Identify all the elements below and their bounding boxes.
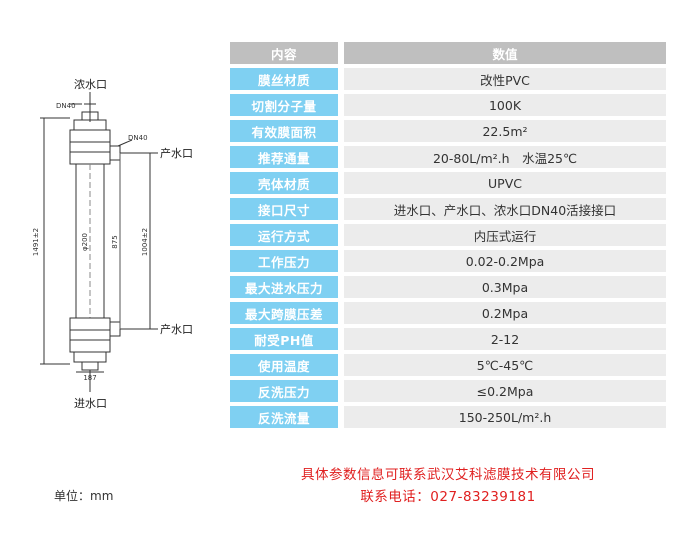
- row-value: 0.3Mpa: [344, 276, 666, 298]
- row-value: 0.02-0.2Mpa: [344, 250, 666, 272]
- row-value: 20-80L/m².h 水温25℃: [344, 146, 666, 168]
- row-value: 2-12: [344, 328, 666, 350]
- row-value: 150-250L/m².h: [344, 406, 666, 428]
- inlet-label: 进水口: [74, 397, 107, 410]
- row-key: 推荐通量: [230, 146, 338, 168]
- row-key: 运行方式: [230, 224, 338, 246]
- table-row: 运行方式内压式运行: [230, 222, 666, 248]
- row-key: 切割分子量: [230, 94, 338, 116]
- table-row: 切割分子量 100K: [230, 92, 666, 118]
- header-value: 数值: [344, 42, 666, 64]
- phone-line: 联系电话：027-83239181: [360, 489, 536, 505]
- row-value: ≤0.2Mpa: [344, 380, 666, 402]
- dim-body-label: 1004±2: [141, 228, 149, 256]
- row-value: 0.2Mpa: [344, 302, 666, 324]
- company-line: 具体参数信息可联系武汉艾科滤膜技术有限公司: [301, 467, 595, 483]
- dim-dia-label: φ200: [81, 233, 89, 251]
- row-key: 耐受PH值: [230, 328, 338, 350]
- table-row: 壳体材质 UPVC: [230, 170, 666, 196]
- row-key: 反洗压力: [230, 380, 338, 402]
- row-key: 最大跨膜压差: [230, 302, 338, 324]
- concentrate-outlet-label: 浓水口: [74, 78, 107, 91]
- row-key: 壳体材质: [230, 172, 338, 194]
- dim-total-label: 1491±2: [32, 228, 40, 256]
- row-value: 改性PVC: [344, 68, 666, 90]
- row-value: 内压式运行: [344, 224, 666, 246]
- table-row: 有效膜面积 22.5m²: [230, 118, 666, 144]
- row-value: 5℃-45℃: [344, 354, 666, 376]
- row-key: 工作压力: [230, 250, 338, 272]
- table-row: 使用温度 5℃-45℃: [230, 352, 666, 378]
- table-row: 膜丝材质改性PVC: [230, 66, 666, 92]
- table-row: 推荐通量 20-80L/m².h 水温25℃: [230, 144, 666, 170]
- spec-table: 内容 数值 膜丝材质改性PVC 切割分子量 100K 有效膜面积 22.5m² 推荐…: [230, 40, 666, 430]
- row-value: 22.5m²: [344, 120, 666, 142]
- table-header-row: 内容 数值: [230, 40, 666, 66]
- product-outlet-top-label: 产水口: [160, 146, 193, 160]
- table-row: 最大进水压力 0.3Mpa: [230, 274, 666, 300]
- dn40-side-label: DN40: [128, 134, 148, 142]
- table-row: 工作压力 0.02-0.2Mpa: [230, 248, 666, 274]
- membrane-module-drawing: DN40 DN40 浓水口 产水口 产水口 进水口 1491±2 1004±2 …: [32, 78, 193, 410]
- row-key: 反洗流量: [230, 406, 338, 428]
- dim-span-label: 875: [111, 235, 119, 248]
- row-key: 使用温度: [230, 354, 338, 376]
- row-key: 接口尺寸: [230, 198, 338, 220]
- header-key: 内容: [230, 42, 338, 64]
- table-row: 反洗流量 150-250L/m².h: [230, 404, 666, 430]
- dn40-top-label: DN40: [56, 102, 76, 110]
- table-row: 反洗压力 ≤0.2Mpa: [230, 378, 666, 404]
- table-row: 耐受PH值 2-12: [230, 326, 666, 352]
- product-outlet-bottom-label: 产水口: [160, 322, 193, 336]
- contact-info: 具体参数信息可联系武汉艾科滤膜技术有限公司 联系电话：027-83239181: [230, 464, 666, 508]
- table-row: 接口尺寸进水口、产水口、浓水口DN40活接接口: [230, 196, 666, 222]
- table-row: 最大跨膜压差 0.2Mpa: [230, 300, 666, 326]
- row-value: 进水口、产水口、浓水口DN40活接接口: [344, 198, 666, 220]
- row-key: 膜丝材质: [230, 68, 338, 90]
- row-key: 有效膜面积: [230, 120, 338, 142]
- unit-label: 单位：mm: [54, 489, 114, 503]
- row-value: UPVC: [344, 172, 666, 194]
- dim-bottom-label: 187: [83, 374, 96, 382]
- row-value: 100K: [344, 94, 666, 116]
- row-key: 最大进水压力: [230, 276, 338, 298]
